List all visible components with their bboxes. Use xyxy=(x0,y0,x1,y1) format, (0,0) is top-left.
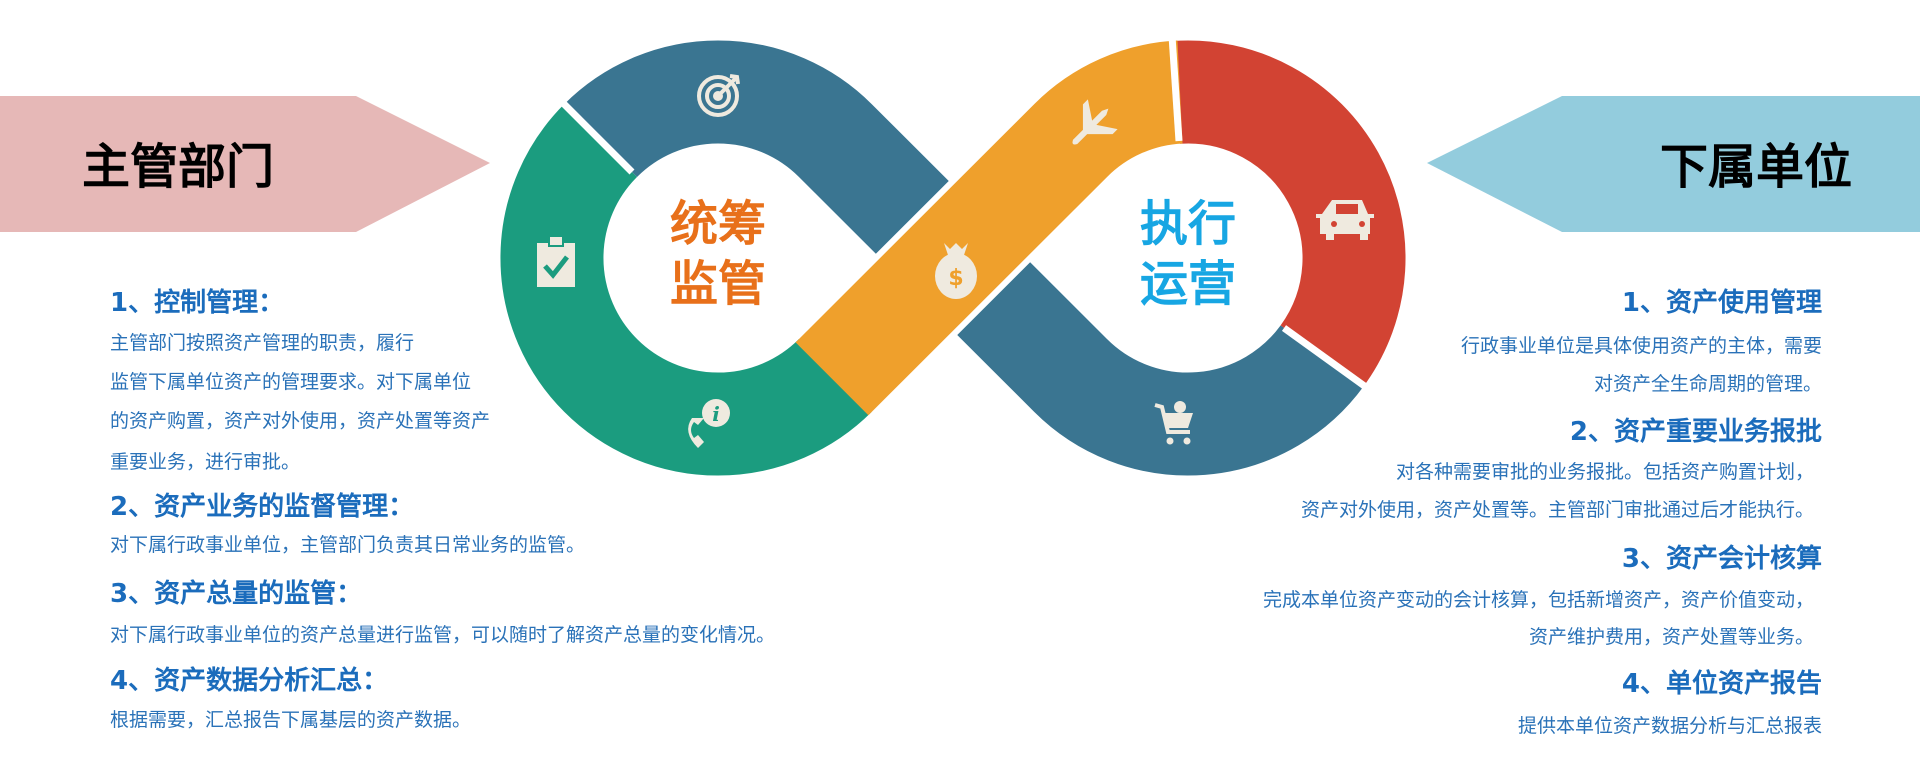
left-item-title: 1、控制管理： xyxy=(110,288,285,318)
right-item-text: 对各种需要审批的业务报批。包括资产购置计划， xyxy=(1395,461,1814,483)
target-icon xyxy=(697,74,740,117)
right-banner-arrow xyxy=(1427,96,1920,232)
blue-segment xyxy=(564,40,1364,476)
money-bag-icon: $ xyxy=(935,243,977,299)
right-item-text: 完成本单位资产变动的会计核算，包括新增资产，资产价值变动， xyxy=(1262,589,1814,611)
airplane-icon xyxy=(1072,99,1118,145)
left-item-title: 2、资产业务的监督管理： xyxy=(110,492,415,522)
left-item-text: 重要业务，进行审批。 xyxy=(110,451,301,473)
right-loop-label-line1: 执行 xyxy=(1139,196,1237,252)
left-item-text: 对下属行政事业单位，主管部门负责其日常业务的监管。 xyxy=(110,534,586,556)
left-item-text: 监管下属单位资产的管理要求。对下属单位 xyxy=(110,371,472,393)
teal-segment xyxy=(500,104,872,476)
right-item-text: 对资产全生命周期的管理。 xyxy=(1593,373,1822,395)
right-item-text: 行政事业单位是具体使用资产的主体，需要 xyxy=(1460,335,1822,357)
segment-divider xyxy=(1168,35,1183,142)
segment-divider xyxy=(553,93,635,175)
right-banner-title: 下属单位 xyxy=(1659,139,1852,195)
right-item-text: 资产维护费用，资产处置等业务。 xyxy=(1528,626,1814,648)
right-loop-label-line2: 运营 xyxy=(1139,256,1237,312)
left-loop-label-line2: 监管 xyxy=(669,256,767,312)
left-loop-label-line1: 统筹 xyxy=(669,196,767,252)
right-item-text: 提供本单位资产数据分析与汇总报表 xyxy=(1517,715,1822,737)
left-item-text: 主管部门按照资产管理的职责，履行 xyxy=(110,332,415,354)
left-item-text: 对下属行政事业单位的资产总量进行监管，可以随时了解资产总量的变化情况。 xyxy=(110,624,776,646)
right-item-title: 1、资产使用管理 xyxy=(1621,288,1822,318)
phone-info-icon: i xyxy=(688,399,730,448)
left-banner-arrow xyxy=(0,96,490,232)
left-item-title: 3、资产总量的监管： xyxy=(110,579,363,609)
red-segment xyxy=(1172,40,1406,386)
svg-text:$: $ xyxy=(948,266,963,291)
right-item-title: 3、资产会计核算 xyxy=(1621,544,1822,574)
clipboard-check-icon xyxy=(537,235,575,287)
shopping-cart-icon xyxy=(1154,401,1193,445)
left-banner-title: 主管部门 xyxy=(82,139,275,195)
car-icon xyxy=(1316,200,1374,240)
segment-divider xyxy=(1281,325,1373,393)
right-item-title: 4、单位资产报告 xyxy=(1621,669,1822,699)
orange-segment xyxy=(795,40,1185,416)
right-item-title: 2、资产重要业务报批 xyxy=(1569,417,1822,447)
svg-text:i: i xyxy=(712,402,720,426)
left-item-text: 根据需要，汇总报告下属基层的资产数据。 xyxy=(110,709,472,731)
left-item-text: 的资产购置，资产对外使用，资产处置等资产 xyxy=(110,410,491,432)
left-item-title: 4、资产数据分析汇总： xyxy=(110,666,389,696)
right-item-text: 资产对外使用，资产处置等。主管部门审批通过后才能执行。 xyxy=(1300,499,1814,521)
